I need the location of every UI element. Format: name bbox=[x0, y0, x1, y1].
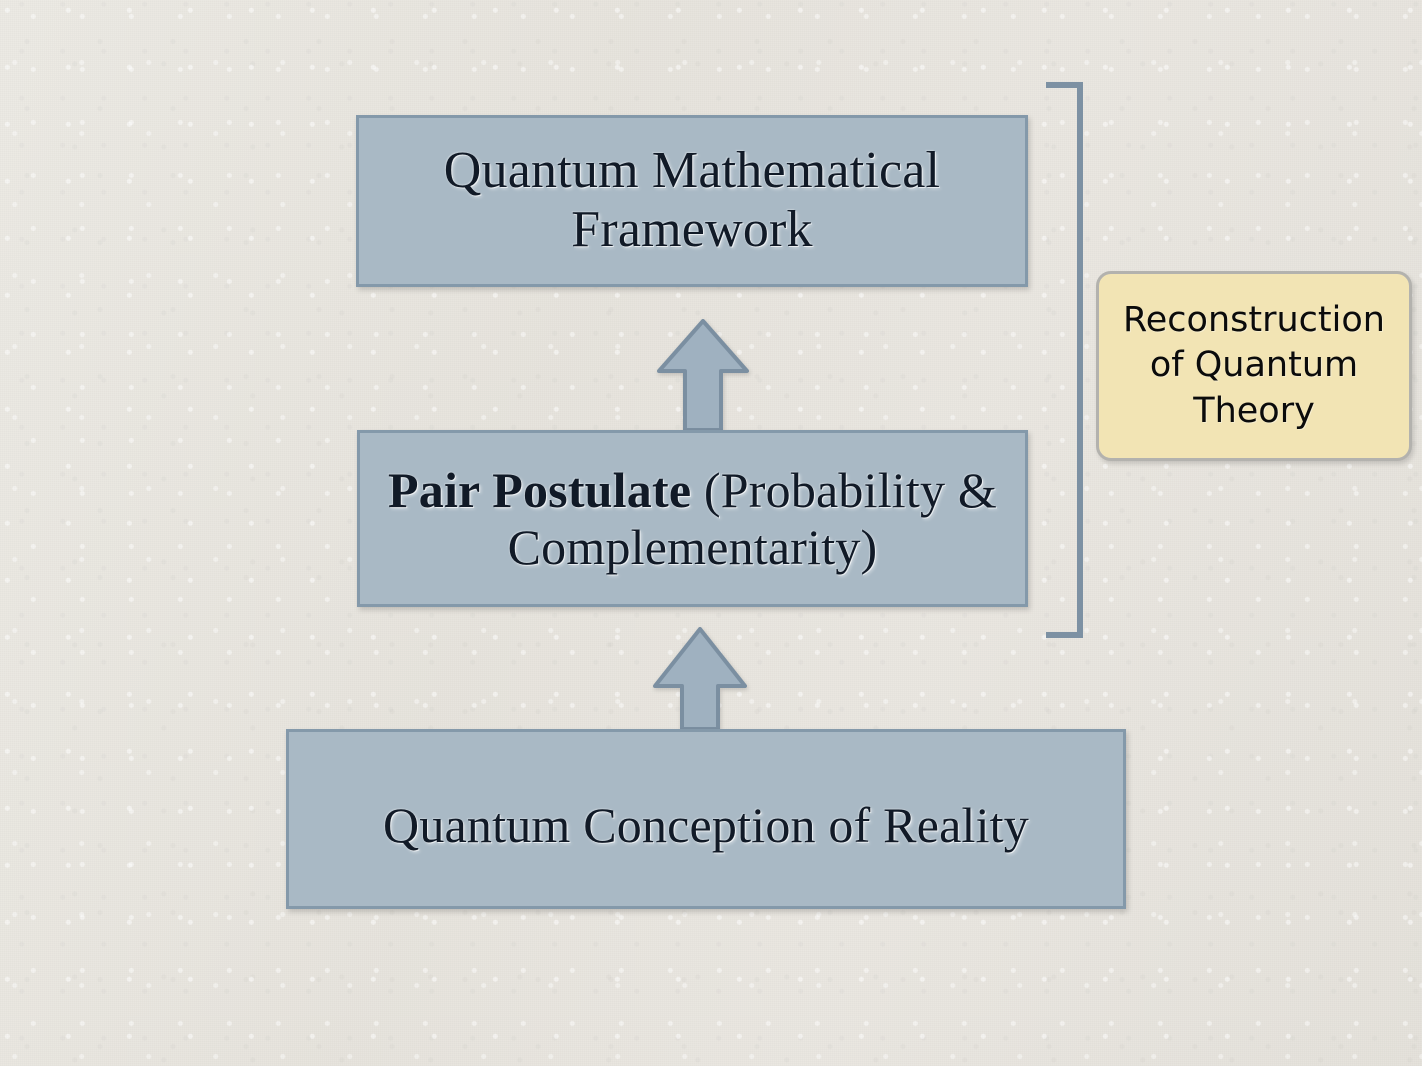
grouping-bracket-icon bbox=[1046, 82, 1083, 638]
flow-box-quantum-conception-of-reality[interactable]: Quantum Conception of Reality bbox=[286, 729, 1126, 909]
flow-box-label-line1: Quantum Mathematical bbox=[443, 142, 941, 200]
flow-box-label: Quantum Conception of Reality bbox=[383, 796, 1029, 853]
callout-label-line2: of Quantum bbox=[1149, 345, 1359, 386]
arrow-up-icon-postulate-to-framework bbox=[657, 319, 749, 432]
flow-box-label-rest-part: (Probability & Complementarity) bbox=[507, 462, 997, 575]
flow-box-label-bold-part: Pair Postulate bbox=[388, 462, 692, 518]
callout-label-line3: Theory bbox=[1193, 390, 1315, 431]
flow-box-label: Pair Postulate (Probability & Complement… bbox=[360, 462, 1025, 575]
flow-box-label-line2: Framework bbox=[571, 201, 813, 258]
callout-label-line1: Reconstruction bbox=[1123, 299, 1385, 340]
arrow-up-icon-reality-to-postulate bbox=[653, 627, 747, 731]
flow-box-pair-postulate[interactable]: Pair Postulate (Probability & Complement… bbox=[357, 430, 1028, 607]
